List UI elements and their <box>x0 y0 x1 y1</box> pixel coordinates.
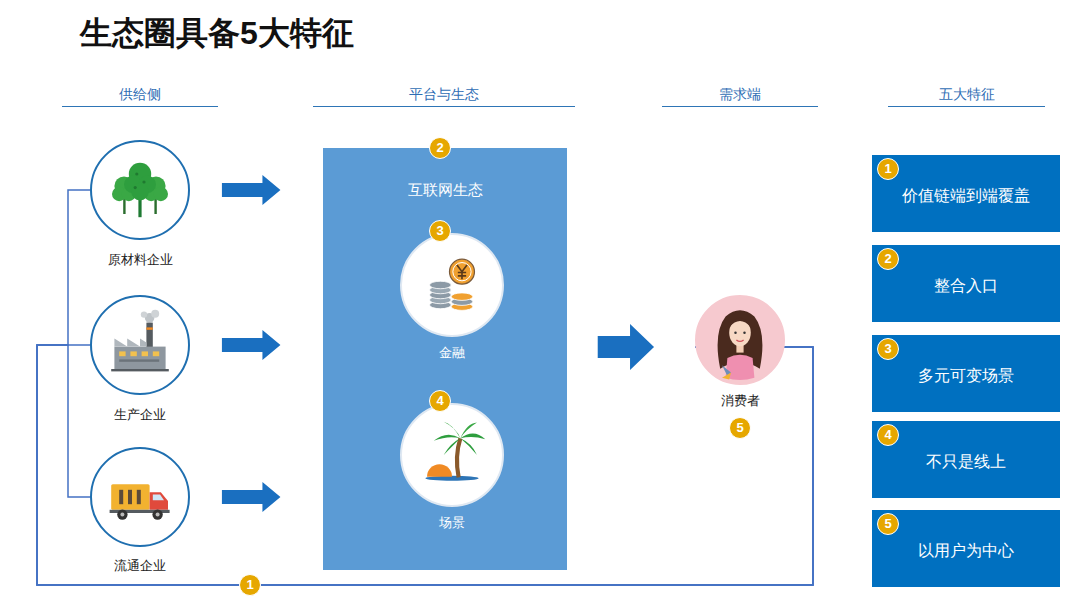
slide-title: 生态圈具备5大特征 <box>80 12 354 56</box>
factory-icon <box>90 295 190 395</box>
node-label: 以用户为中心 <box>872 540 1060 562</box>
icon-circle-node: 流通企业 <box>85 445 195 585</box>
callout-number: 2 <box>429 137 451 159</box>
callout-number: 4 <box>877 424 899 446</box>
column-header: 需求端 <box>662 84 818 107</box>
callout-number: 1 <box>877 158 899 180</box>
coins-icon <box>400 233 504 337</box>
node-label: 不只是线上 <box>872 451 1060 473</box>
icon-circle-node: 原材料企业 <box>85 138 195 278</box>
callout-number: 5 <box>877 513 899 535</box>
circle-shape <box>90 447 190 547</box>
column-header: 五大特征 <box>888 84 1045 107</box>
feature-box: 5 以用户为中心 <box>872 510 1060 587</box>
feature-box: 2互联网生态3金融4场景 <box>323 148 567 570</box>
node-label: 价值链端到端覆盖 <box>872 185 1060 207</box>
block-arrow <box>598 324 654 370</box>
circle-shape <box>400 403 504 507</box>
palm-icon <box>400 403 504 507</box>
woman-icon <box>695 295 785 385</box>
callout-number: 3 <box>429 220 451 242</box>
feature-box: 3 多元可变场景 <box>872 335 1060 412</box>
tree-icon <box>90 140 190 240</box>
circle-shape <box>90 295 190 395</box>
column-header: 平台与生态 <box>313 84 575 107</box>
icon-circle-node: 消费者 5 <box>680 293 800 448</box>
feature-box: 1 价值链端到端覆盖 <box>872 155 1060 232</box>
callout-number: 1 <box>239 574 261 596</box>
feature-box: 2 整合入口 <box>872 245 1060 322</box>
node-label: 生产企业 <box>85 407 195 424</box>
node-label: 流通企业 <box>85 558 195 575</box>
callout-number: 2 <box>877 248 899 270</box>
node-label: 消费者 <box>680 393 800 410</box>
column-header: 供给侧 <box>62 84 218 107</box>
callout-number: 5 <box>729 417 751 439</box>
block-arrow <box>222 330 281 360</box>
node-label: 整合入口 <box>872 275 1060 297</box>
circle-shape <box>90 140 190 240</box>
icon-circle-node: 4 场景 <box>392 390 512 540</box>
callout-number: 3 <box>877 338 899 360</box>
block-arrow <box>222 175 281 205</box>
node-label: 原材料企业 <box>85 252 195 269</box>
icon-circle-node: 3 金融 <box>392 220 512 370</box>
feature-box: 4 不只是线上 <box>872 421 1060 498</box>
callout-number: 4 <box>429 390 451 412</box>
node-label: 金融 <box>392 345 512 362</box>
node-label: 互联网生态 <box>323 180 567 201</box>
circle-shape <box>695 295 785 385</box>
icon-circle-node: 生产企业 <box>85 293 195 433</box>
node-label: 多元可变场景 <box>872 365 1060 387</box>
truck-icon <box>90 447 190 547</box>
block-arrow <box>222 482 281 512</box>
circle-shape <box>400 233 504 337</box>
node-label: 场景 <box>392 515 512 532</box>
